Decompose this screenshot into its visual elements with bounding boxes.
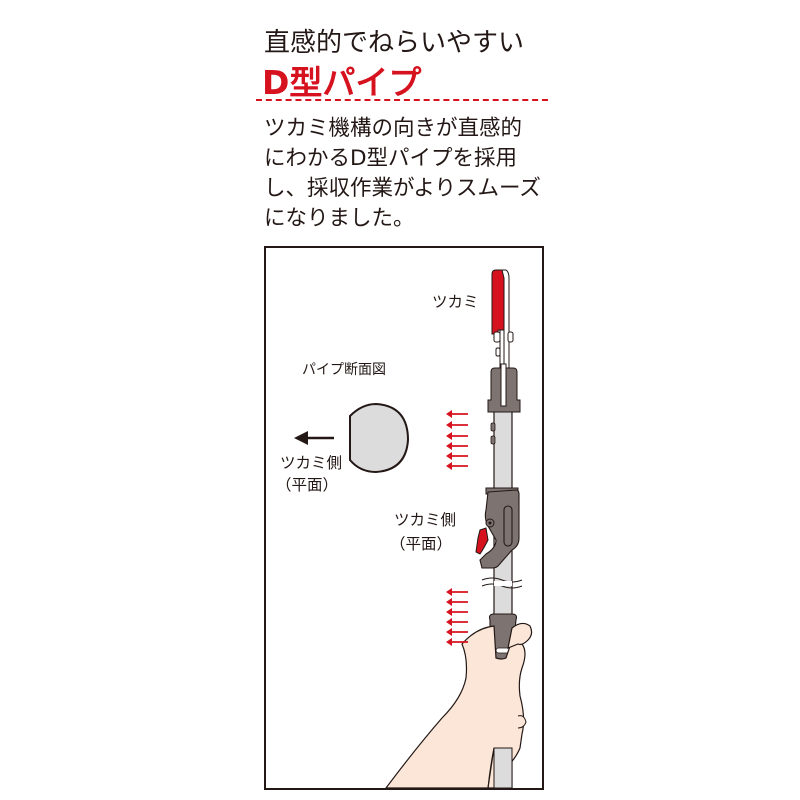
description-line: し、採収作業がよりスムーズ: [264, 176, 541, 201]
label-cross-section: パイプ断面図: [302, 362, 386, 378]
label-grip-side-right: ツカミ側: [394, 511, 457, 529]
illustration-frame: ツカミ パイプ断面図 ツカミ側 （平面） ツカミ側 （平面）: [264, 246, 544, 790]
dashed-divider: [256, 99, 548, 101]
heading-subtitle: 直感的でねらいやすい: [264, 28, 525, 58]
description-line: ツカミ機構の向きが直感的: [264, 116, 523, 141]
grip-mechanism: [475, 489, 520, 569]
upper-collar: [487, 363, 521, 445]
red-arrows-icon: [446, 588, 468, 646]
arrow-left-icon: [294, 431, 334, 445]
description-line: になりました。: [264, 206, 415, 231]
label-grip-side-left: ツカミ側: [280, 454, 343, 472]
d-shape-cross-section: [349, 402, 410, 474]
label-grip: ツカミ: [432, 293, 479, 311]
red-arrows-icon: [446, 410, 468, 470]
label-flat-right: （平面）: [390, 535, 453, 553]
heading-title: D型パイプ: [262, 63, 422, 102]
description-text: ツカミ機構の向きが直感的 にわかるD型パイプを採用 し、採収作業がよりスムーズ …: [264, 114, 554, 234]
label-flat-left: （平面）: [276, 476, 339, 494]
description-line: にわかるD型パイプを採用: [264, 146, 518, 171]
hand-icon: [385, 622, 533, 788]
grip-jaw-icon: [491, 269, 514, 371]
illustration-svg: [294, 269, 533, 788]
